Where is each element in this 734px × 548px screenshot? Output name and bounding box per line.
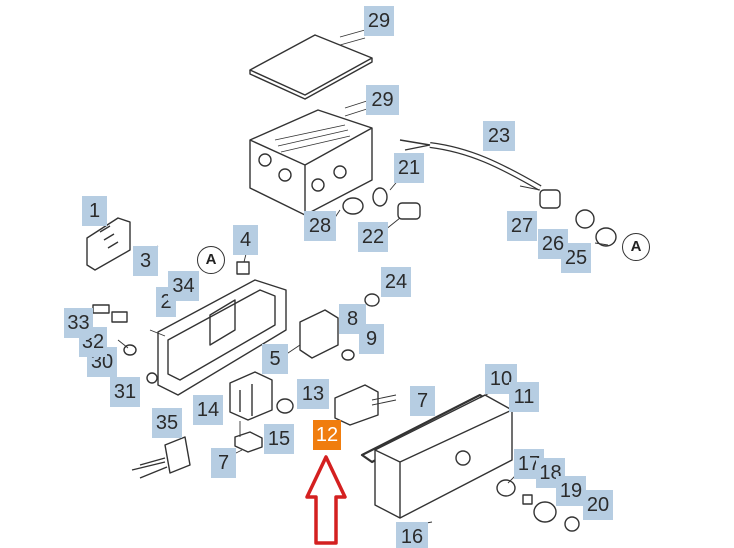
callout-label: 28 <box>304 211 336 241</box>
callout-label: 13 <box>297 379 329 409</box>
callout-label: 9 <box>359 324 384 354</box>
callout-label: 11 <box>509 382 539 412</box>
gland-26 <box>575 209 595 229</box>
part-31 <box>146 372 158 384</box>
callout-label: 26 <box>538 229 568 259</box>
callout-label: 21 <box>394 153 424 183</box>
callout-label: 19 <box>556 476 586 506</box>
knob-13 <box>276 398 294 414</box>
junction-box-cover <box>249 34 373 96</box>
callout-label: 33 <box>64 308 93 338</box>
callout-label: 34 <box>168 271 199 301</box>
part-32 <box>111 311 128 323</box>
part-33 <box>92 304 110 314</box>
fitting-17 <box>496 479 516 497</box>
cable <box>429 142 542 191</box>
gland-27 <box>539 189 561 209</box>
highlight-arrow <box>305 455 347 545</box>
callout-label: 16 <box>396 522 428 548</box>
callout-label: 7 <box>410 386 435 416</box>
callout-label: 20 <box>583 490 613 520</box>
callout-label-highlighted: 12 <box>313 420 341 450</box>
small-block <box>236 261 250 275</box>
connector-marker-a-left: A <box>197 246 225 274</box>
callout-label: 4 <box>233 225 258 255</box>
connector-marker-a-right: A <box>622 233 650 261</box>
callout-label: 10 <box>485 364 517 394</box>
callout-label: 7 <box>211 448 236 478</box>
callout-label: 29 <box>366 85 399 115</box>
gasket-ring <box>342 197 364 215</box>
callout-label: 24 <box>381 267 411 297</box>
gland-nut <box>372 187 388 207</box>
relay <box>299 309 339 359</box>
callout-label: 22 <box>358 222 388 252</box>
callout-label: 15 <box>264 424 294 454</box>
callout-label: 27 <box>507 211 537 241</box>
callout-label: 35 <box>152 408 182 438</box>
contactor <box>229 371 273 421</box>
fitting-20 <box>564 516 580 532</box>
fitting-18 <box>522 494 533 505</box>
fitting-19 <box>533 501 557 523</box>
ring-9 <box>341 349 355 361</box>
callout-label: 25 <box>561 243 591 273</box>
callout-label: 3 <box>133 246 158 276</box>
bracket <box>234 431 263 453</box>
pump-unit <box>334 384 379 426</box>
callout-label: 31 <box>110 377 140 407</box>
filter-module <box>164 436 191 474</box>
callout-label: 29 <box>364 6 394 36</box>
callout-label: 5 <box>262 344 288 374</box>
ring-24 <box>364 293 380 307</box>
gland-25 <box>595 227 617 247</box>
callout-label: 23 <box>483 121 515 151</box>
junction-box <box>249 109 373 216</box>
callout-label: 14 <box>193 395 223 425</box>
callout-label: 1 <box>82 196 107 226</box>
cable-gland <box>397 202 421 220</box>
pcb-board <box>86 217 131 271</box>
